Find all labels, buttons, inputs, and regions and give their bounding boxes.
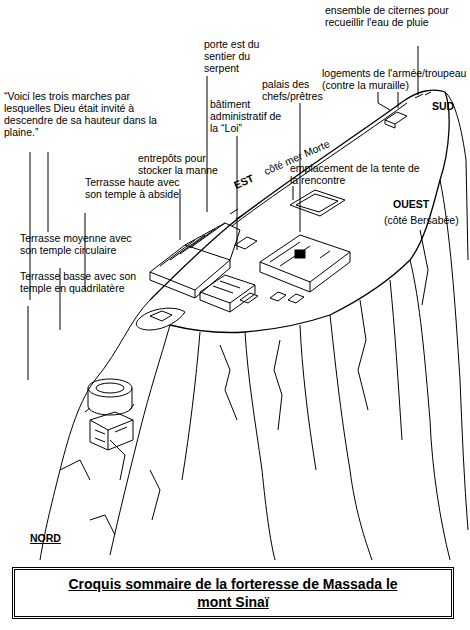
direction-label: OUEST bbox=[393, 198, 453, 210]
barracks-label: logements de l'armée/troupeau (contre la… bbox=[322, 67, 467, 91]
side-label: (côté Bersabée) bbox=[384, 214, 470, 226]
tent-label: emplacement de la tente de la rencontre bbox=[290, 162, 420, 186]
title-frame: Croquis sommaire de la forteresse de Mas… bbox=[12, 567, 454, 619]
direction-label: NORD bbox=[30, 532, 80, 544]
gate-label: porte est du sentier du serpent bbox=[204, 38, 269, 74]
terrace-label: Terrasse haute avec son temple à abside bbox=[85, 176, 190, 200]
cistern-label: ensemble de citernes pour recueillir l'e… bbox=[325, 4, 465, 28]
admin-label: bâtiment administratif de la “Loi” bbox=[210, 98, 290, 134]
storehouse-label: entrepôts pour stocker la manne bbox=[138, 152, 220, 176]
direction-label: SUD bbox=[432, 100, 470, 112]
terrace-label: Terrasse basse avec son temple en quadri… bbox=[20, 270, 140, 294]
quote-note: “Voici les trois marches par lesquelles … bbox=[4, 90, 164, 138]
palace-label: palais des chefs/prêtres bbox=[262, 78, 337, 102]
terrace-label: Terrasse moyenne avec son temple circula… bbox=[20, 232, 145, 256]
diagram-title: Croquis sommaire de la forteresse de Mas… bbox=[68, 575, 398, 611]
